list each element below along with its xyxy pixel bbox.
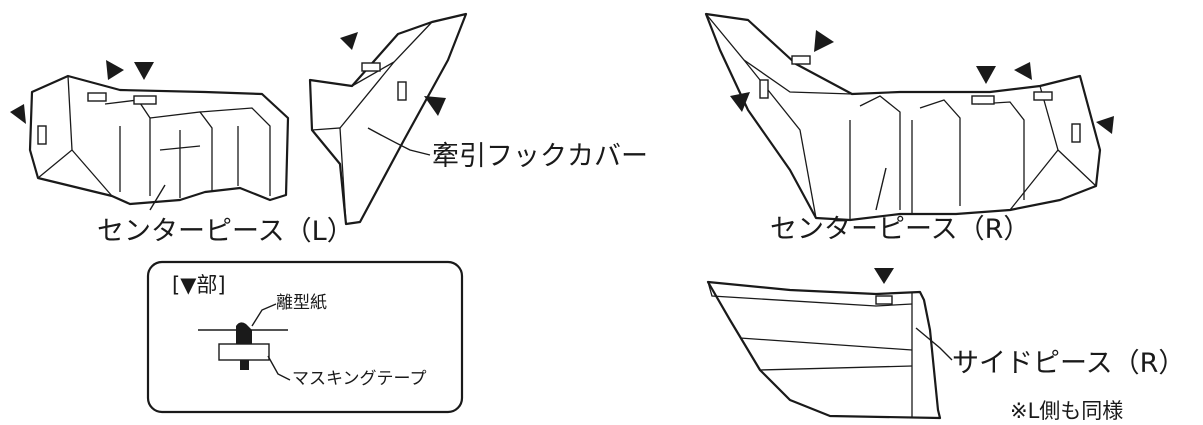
center-piece-right (704, 12, 1114, 222)
side-piece-right-label: サイドピース（R） (952, 348, 1185, 379)
masking-tape-mark (133, 95, 157, 105)
side-piece-right (706, 268, 953, 420)
center-piece-left (10, 60, 290, 211)
release-paper-icon (236, 322, 252, 344)
tow-hook-cover (308, 12, 468, 226)
triangle-marker (976, 66, 996, 84)
triangle-marker (134, 62, 154, 80)
masking-tape-label: マスキングテープ (292, 369, 426, 389)
masking-tape-mark (759, 79, 769, 99)
masking-tape-mark (875, 295, 893, 305)
tow-hook-cover-label: 牽引フックカバー (432, 141, 648, 172)
center-piece-left-label: センターピース（L） (97, 216, 354, 247)
triangle-marker (10, 104, 26, 124)
masking-tape-mark (1071, 123, 1081, 143)
left-side-same-note: ※L側も同様 (1010, 399, 1123, 423)
detail-box-title: [▼部] (172, 273, 226, 297)
center-piece-right-label: センターピース（R） (770, 214, 1030, 245)
release-paper-label: 離型紙 (276, 293, 327, 313)
masking-tape-mark (791, 55, 811, 65)
masking-tape-icon (218, 343, 270, 361)
masking-tape-mark (87, 92, 107, 102)
triangle-marker (340, 32, 358, 50)
masking-tape-mark (37, 125, 47, 145)
detail-box (146, 260, 464, 414)
triangle-marker (1096, 116, 1114, 134)
masking-tape-mark (397, 81, 407, 101)
triangle-marker (424, 96, 446, 116)
triangle-marker (814, 30, 834, 52)
triangle-marker (1014, 62, 1032, 80)
triangle-marker (730, 92, 750, 112)
masking-tape-mark (1033, 91, 1053, 101)
masking-tape-mark (361, 62, 381, 72)
masking-tape-mark (971, 95, 995, 105)
triangle-marker (874, 268, 894, 284)
triangle-marker (106, 60, 124, 80)
